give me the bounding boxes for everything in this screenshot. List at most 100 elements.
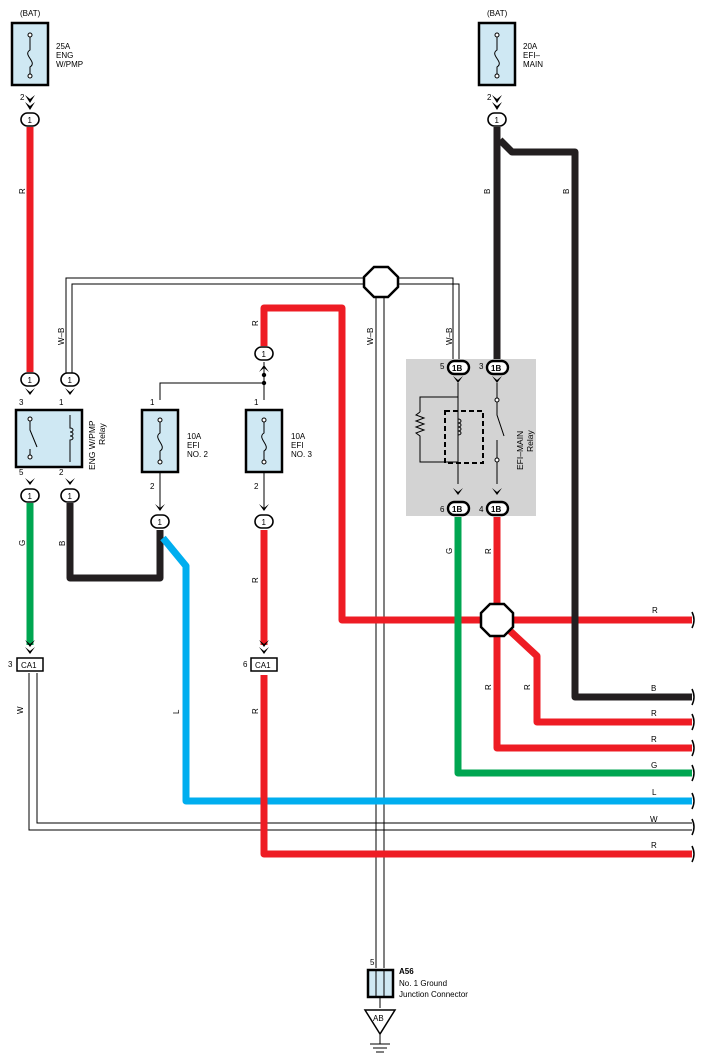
svg-text:1B: 1B — [491, 364, 501, 373]
svg-text:B: B — [483, 189, 492, 194]
svg-text:1B: 1B — [452, 505, 462, 514]
earth-icon — [370, 1034, 390, 1053]
svg-text:NO. 2: NO. 2 — [187, 450, 208, 459]
svg-text:3: 3 — [479, 362, 484, 371]
svg-text:B: B — [651, 684, 656, 693]
svg-text:ENG W/PMP: ENG W/PMP — [87, 420, 97, 470]
resistor-icon — [414, 411, 426, 448]
fuse-symbol-icon — [157, 420, 163, 462]
svg-text:R: R — [251, 320, 260, 326]
connector-pill: 1 — [20, 112, 40, 127]
ground-symbol-icon — [363, 1009, 397, 1036]
svg-text:G: G — [651, 761, 657, 770]
svg-text:2: 2 — [487, 93, 492, 102]
svg-text:4: 4 — [479, 505, 484, 514]
svg-text:W: W — [16, 706, 25, 714]
svg-text:W–B: W–B — [445, 328, 454, 345]
svg-text:W–B: W–B — [57, 328, 66, 345]
bat-label: (BAT) — [487, 9, 508, 18]
svg-text:B: B — [562, 189, 571, 194]
svg-text:R: R — [523, 684, 532, 690]
junction-right — [479, 602, 515, 638]
svg-text:NO. 3: NO. 3 — [291, 450, 312, 459]
svg-text:25A: 25A — [56, 42, 71, 51]
relay-efi-main: 5 3 1B 1B EFI–MAIN Relay 6 4 1B 1B — [406, 359, 536, 517]
svg-text:1: 1 — [28, 116, 33, 125]
svg-text:CA1: CA1 — [21, 661, 37, 670]
svg-text:G: G — [445, 548, 454, 554]
svg-text:Relay: Relay — [525, 430, 535, 452]
connector-ca1-left: 3 CA1 — [8, 640, 44, 672]
svg-text:R: R — [484, 548, 493, 554]
fuse-efi-no2: 1 10A EFI NO. 2 2 1 — [140, 398, 208, 529]
svg-text:B: B — [58, 541, 67, 546]
svg-text:1: 1 — [28, 492, 33, 501]
svg-text:R: R — [651, 841, 657, 850]
ground-junction-connector: 5 A56 No. 1 Ground Junction Connector AB — [363, 958, 468, 1053]
fuse-symbol-icon — [261, 420, 267, 462]
svg-text:1: 1 — [28, 376, 33, 385]
svg-text:1: 1 — [254, 398, 259, 407]
colored-wires — [26, 127, 692, 858]
pin-arrows — [25, 95, 502, 110]
svg-text:1: 1 — [158, 518, 163, 527]
svg-text:No. 1 Ground: No. 1 Ground — [399, 979, 447, 988]
svg-text:EFI: EFI — [187, 441, 199, 450]
relay-coil-icon — [69, 415, 74, 462]
harness-ends — [691, 611, 695, 863]
svg-text:1: 1 — [68, 376, 73, 385]
svg-text:1: 1 — [262, 518, 267, 527]
relay-switch-icon — [496, 383, 505, 484]
fuse-symbol-icon — [27, 35, 33, 76]
svg-text:3: 3 — [8, 660, 13, 669]
svg-text:1: 1 — [59, 398, 64, 407]
svg-text:2: 2 — [150, 482, 155, 491]
svg-text:1: 1 — [262, 350, 267, 359]
svg-text:EFI–: EFI– — [523, 51, 540, 60]
svg-text:10A: 10A — [291, 432, 306, 441]
svg-text:6: 6 — [440, 505, 445, 514]
svg-text:20A: 20A — [523, 42, 538, 51]
svg-text:R: R — [251, 577, 260, 583]
relay-dashed-box — [444, 410, 484, 464]
svg-text:3: 3 — [19, 398, 24, 407]
fuse-symbol-icon — [494, 35, 500, 76]
svg-text:G: G — [18, 540, 27, 546]
fuse-efi-main: (BAT) 20A EFI– MAIN 2 — [477, 9, 543, 102]
svg-text:6: 6 — [243, 660, 248, 669]
svg-text:R: R — [652, 606, 658, 615]
junction-top — [362, 265, 400, 299]
svg-text:L: L — [652, 788, 657, 797]
svg-text:2: 2 — [254, 482, 259, 491]
svg-text:W–B: W–B — [366, 328, 375, 345]
relay-coil-icon — [457, 418, 462, 462]
svg-text:R: R — [484, 684, 493, 690]
svg-text:W/PMP: W/PMP — [56, 60, 83, 69]
svg-text:A56: A56 — [399, 967, 414, 976]
svg-text:1B: 1B — [452, 364, 462, 373]
relay-box — [406, 359, 536, 516]
svg-text:CA1: CA1 — [255, 661, 271, 670]
svg-text:EFI–MAIN: EFI–MAIN — [515, 431, 525, 470]
svg-text:1: 1 — [150, 398, 155, 407]
svg-text:L: L — [172, 709, 181, 714]
relay-box — [14, 408, 84, 469]
svg-text:Relay: Relay — [97, 423, 107, 445]
fuse-efi-no3: 1 1 10A EFI NO. 3 2 1 — [244, 346, 312, 529]
svg-text:R: R — [651, 709, 657, 718]
svg-text:R: R — [18, 188, 27, 194]
svg-text:5: 5 — [19, 468, 24, 477]
relay-eng-wpmp: 1 1 3 1 5 2 1 1 ENG W/PMP Relay — [14, 372, 107, 503]
svg-text:W: W — [650, 815, 658, 824]
svg-text:MAIN: MAIN — [523, 60, 543, 69]
svg-text:2: 2 — [59, 468, 64, 477]
svg-text:5: 5 — [370, 958, 375, 967]
svg-text:R: R — [251, 708, 260, 714]
svg-text:AB: AB — [373, 1014, 384, 1023]
svg-text:R: R — [651, 735, 657, 744]
svg-text:1B: 1B — [491, 505, 501, 514]
svg-text:10A: 10A — [187, 432, 202, 441]
svg-text:EFI: EFI — [291, 441, 303, 450]
